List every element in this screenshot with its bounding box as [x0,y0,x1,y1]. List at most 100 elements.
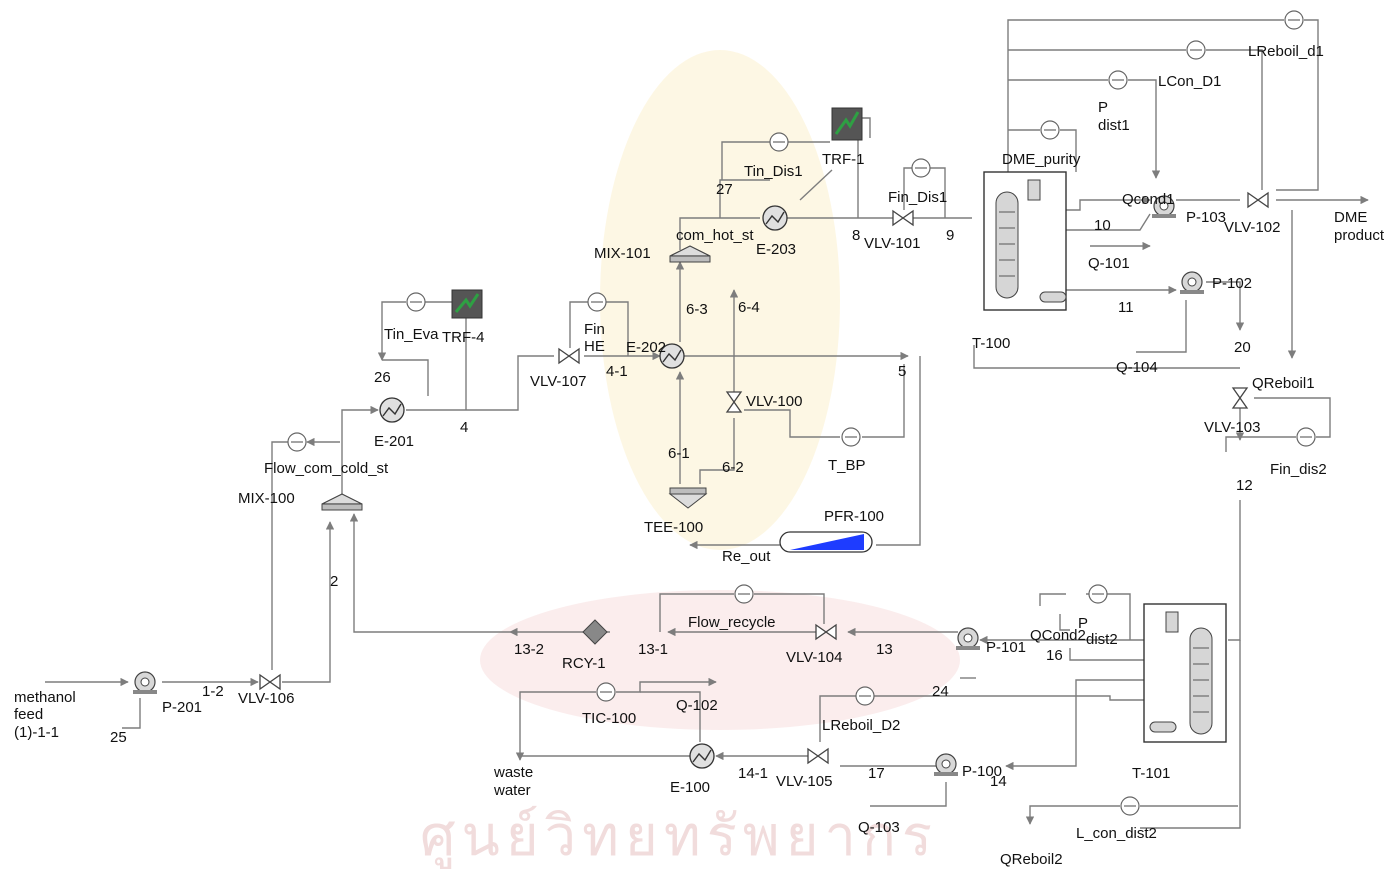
label-re-out: Re_out [722,548,771,565]
label-stream-12: 12 [1236,477,1253,494]
label-l-con-dist2: L_con_dist2 [1076,825,1157,842]
controller-l-con-dist2[interactable] [1121,797,1139,815]
controller-tin-eva[interactable] [407,293,425,311]
valve-vlv106[interactable] [260,675,280,689]
controller-tic100[interactable] [597,683,615,701]
label-stream-14-1: 14-1 [738,765,768,782]
controller-fin-he[interactable] [588,293,606,311]
controller-lreboil-d2[interactable] [856,687,874,705]
valve-vlv103[interactable] [1233,388,1247,408]
label-stream-11: 11 [1118,299,1134,316]
label-water: water [493,782,531,799]
label-qreboil2: QReboil2 [1000,851,1063,868]
pump-p102[interactable] [1180,272,1204,294]
label-stream-25: 25 [110,729,127,746]
label-lcon-d1: LCon_D1 [1158,73,1221,90]
label-stream-6-3: 6-3 [686,301,708,318]
valve-vlv101[interactable] [893,211,913,225]
heat-exchanger-e201[interactable] [380,398,404,422]
pump-p101[interactable] [956,628,980,650]
controller-t-bp[interactable] [842,428,860,446]
label-feed-id: (1)-1-1 [14,724,59,741]
label-q104: Q-104 [1116,359,1158,376]
valve-vlv104[interactable] [816,625,836,639]
label-p103: P-103 [1186,209,1226,226]
pump-p100[interactable] [934,754,958,776]
label-e203: E-203 [756,241,796,258]
mixer-mix101[interactable] [670,246,710,262]
label-stream-24: 24 [932,683,949,700]
label-tin-dis1: Tin_Dis1 [744,163,803,180]
label-qreboil1: QReboil1 [1252,375,1315,392]
label-stream-2: 2 [330,573,338,590]
label-stream-5: 5 [898,363,906,380]
controller-flow-cold[interactable] [288,433,306,451]
label-vlv101: VLV-101 [864,235,920,252]
label-t101: T-101 [1132,765,1170,782]
valve-vlv107[interactable] [559,349,579,363]
label-stream-20: 20 [1234,339,1251,356]
label-trf4: TRF-4 [442,329,485,346]
label-stream-1-2: 1-2 [202,683,224,700]
controller-lcon-d1[interactable] [1109,71,1127,89]
label-stream-8: 8 [852,227,860,244]
label-q102: Q-102 [676,697,718,714]
heat-exchanger-e203[interactable] [763,206,787,230]
label-lreboil-d2: LReboil_D2 [822,717,900,734]
label-flow-cold-st: Flow_com_cold_st [264,460,389,477]
transfer-block-trf1[interactable] [832,108,862,140]
label-fin-dis1: Fin_Dis1 [888,189,947,206]
label-t100: T-100 [972,335,1010,352]
label-vlv107: VLV-107 [530,373,586,390]
label-vlv103: VLV-103 [1204,419,1260,436]
controller-fin-dis2[interactable] [1297,428,1315,446]
label-stream-14: 14 [990,773,1007,790]
label-p102: P-102 [1212,275,1252,292]
controller-lreboil-d1[interactable] [1285,11,1303,29]
label-e201: E-201 [374,433,414,450]
column-t101[interactable] [1144,604,1226,742]
label-lreboil-d1: LReboil_d1 [1248,43,1324,60]
transfer-block-trf4[interactable] [452,290,482,318]
label-dme: DME [1334,209,1367,226]
controller-p-dist1[interactable] [1187,41,1205,59]
label-he: HE [584,338,605,355]
recycle-rcy1[interactable] [583,620,607,644]
column-t100[interactable] [984,172,1066,310]
reactor-pfr100[interactable] [780,532,872,552]
controller-p-dist2[interactable] [1089,585,1107,603]
label-p101: P-101 [986,639,1026,656]
mixer-mix100[interactable] [322,494,362,510]
tee-tee100[interactable] [670,488,706,508]
label-vlv104: VLV-104 [786,649,842,666]
label-vlv102: VLV-102 [1224,219,1280,236]
label-pfr100: PFR-100 [824,508,884,525]
label-stream-13: 13 [876,641,893,658]
controller-tin-dis1[interactable] [770,133,788,151]
heat-exchanger-e100[interactable] [690,744,714,768]
valve-vlv102[interactable] [1248,193,1268,207]
valve-vlv105[interactable] [808,749,828,763]
controller-fin-dis1[interactable] [912,159,930,177]
label-mix101: MIX-101 [594,245,651,262]
label-e202: E-202 [626,339,666,356]
label-tee100: TEE-100 [644,519,703,536]
label-e100: E-100 [670,779,710,796]
controller-flow-recycle[interactable] [735,585,753,603]
label-p-dist2-a: P [1078,615,1088,632]
label-p201: P-201 [162,699,202,716]
label-fin-dis2: Fin_dis2 [1270,461,1327,478]
label-stream-4: 4 [460,419,468,436]
label-q103: Q-103 [858,819,900,836]
label-p-dist1-a: P [1098,99,1108,116]
label-stream-6-4: 6-4 [738,299,760,316]
valve-vlv100[interactable] [727,392,741,412]
controller-dme-purity[interactable] [1041,121,1059,139]
label-stream-4-1: 4-1 [606,363,628,380]
label-stream-26: 26 [374,369,391,386]
label-tic100: TIC-100 [582,710,636,727]
label-trf1: TRF-1 [822,151,865,168]
label-com-hot-st: com_hot_st [676,227,754,244]
pump-p201[interactable] [133,672,157,694]
